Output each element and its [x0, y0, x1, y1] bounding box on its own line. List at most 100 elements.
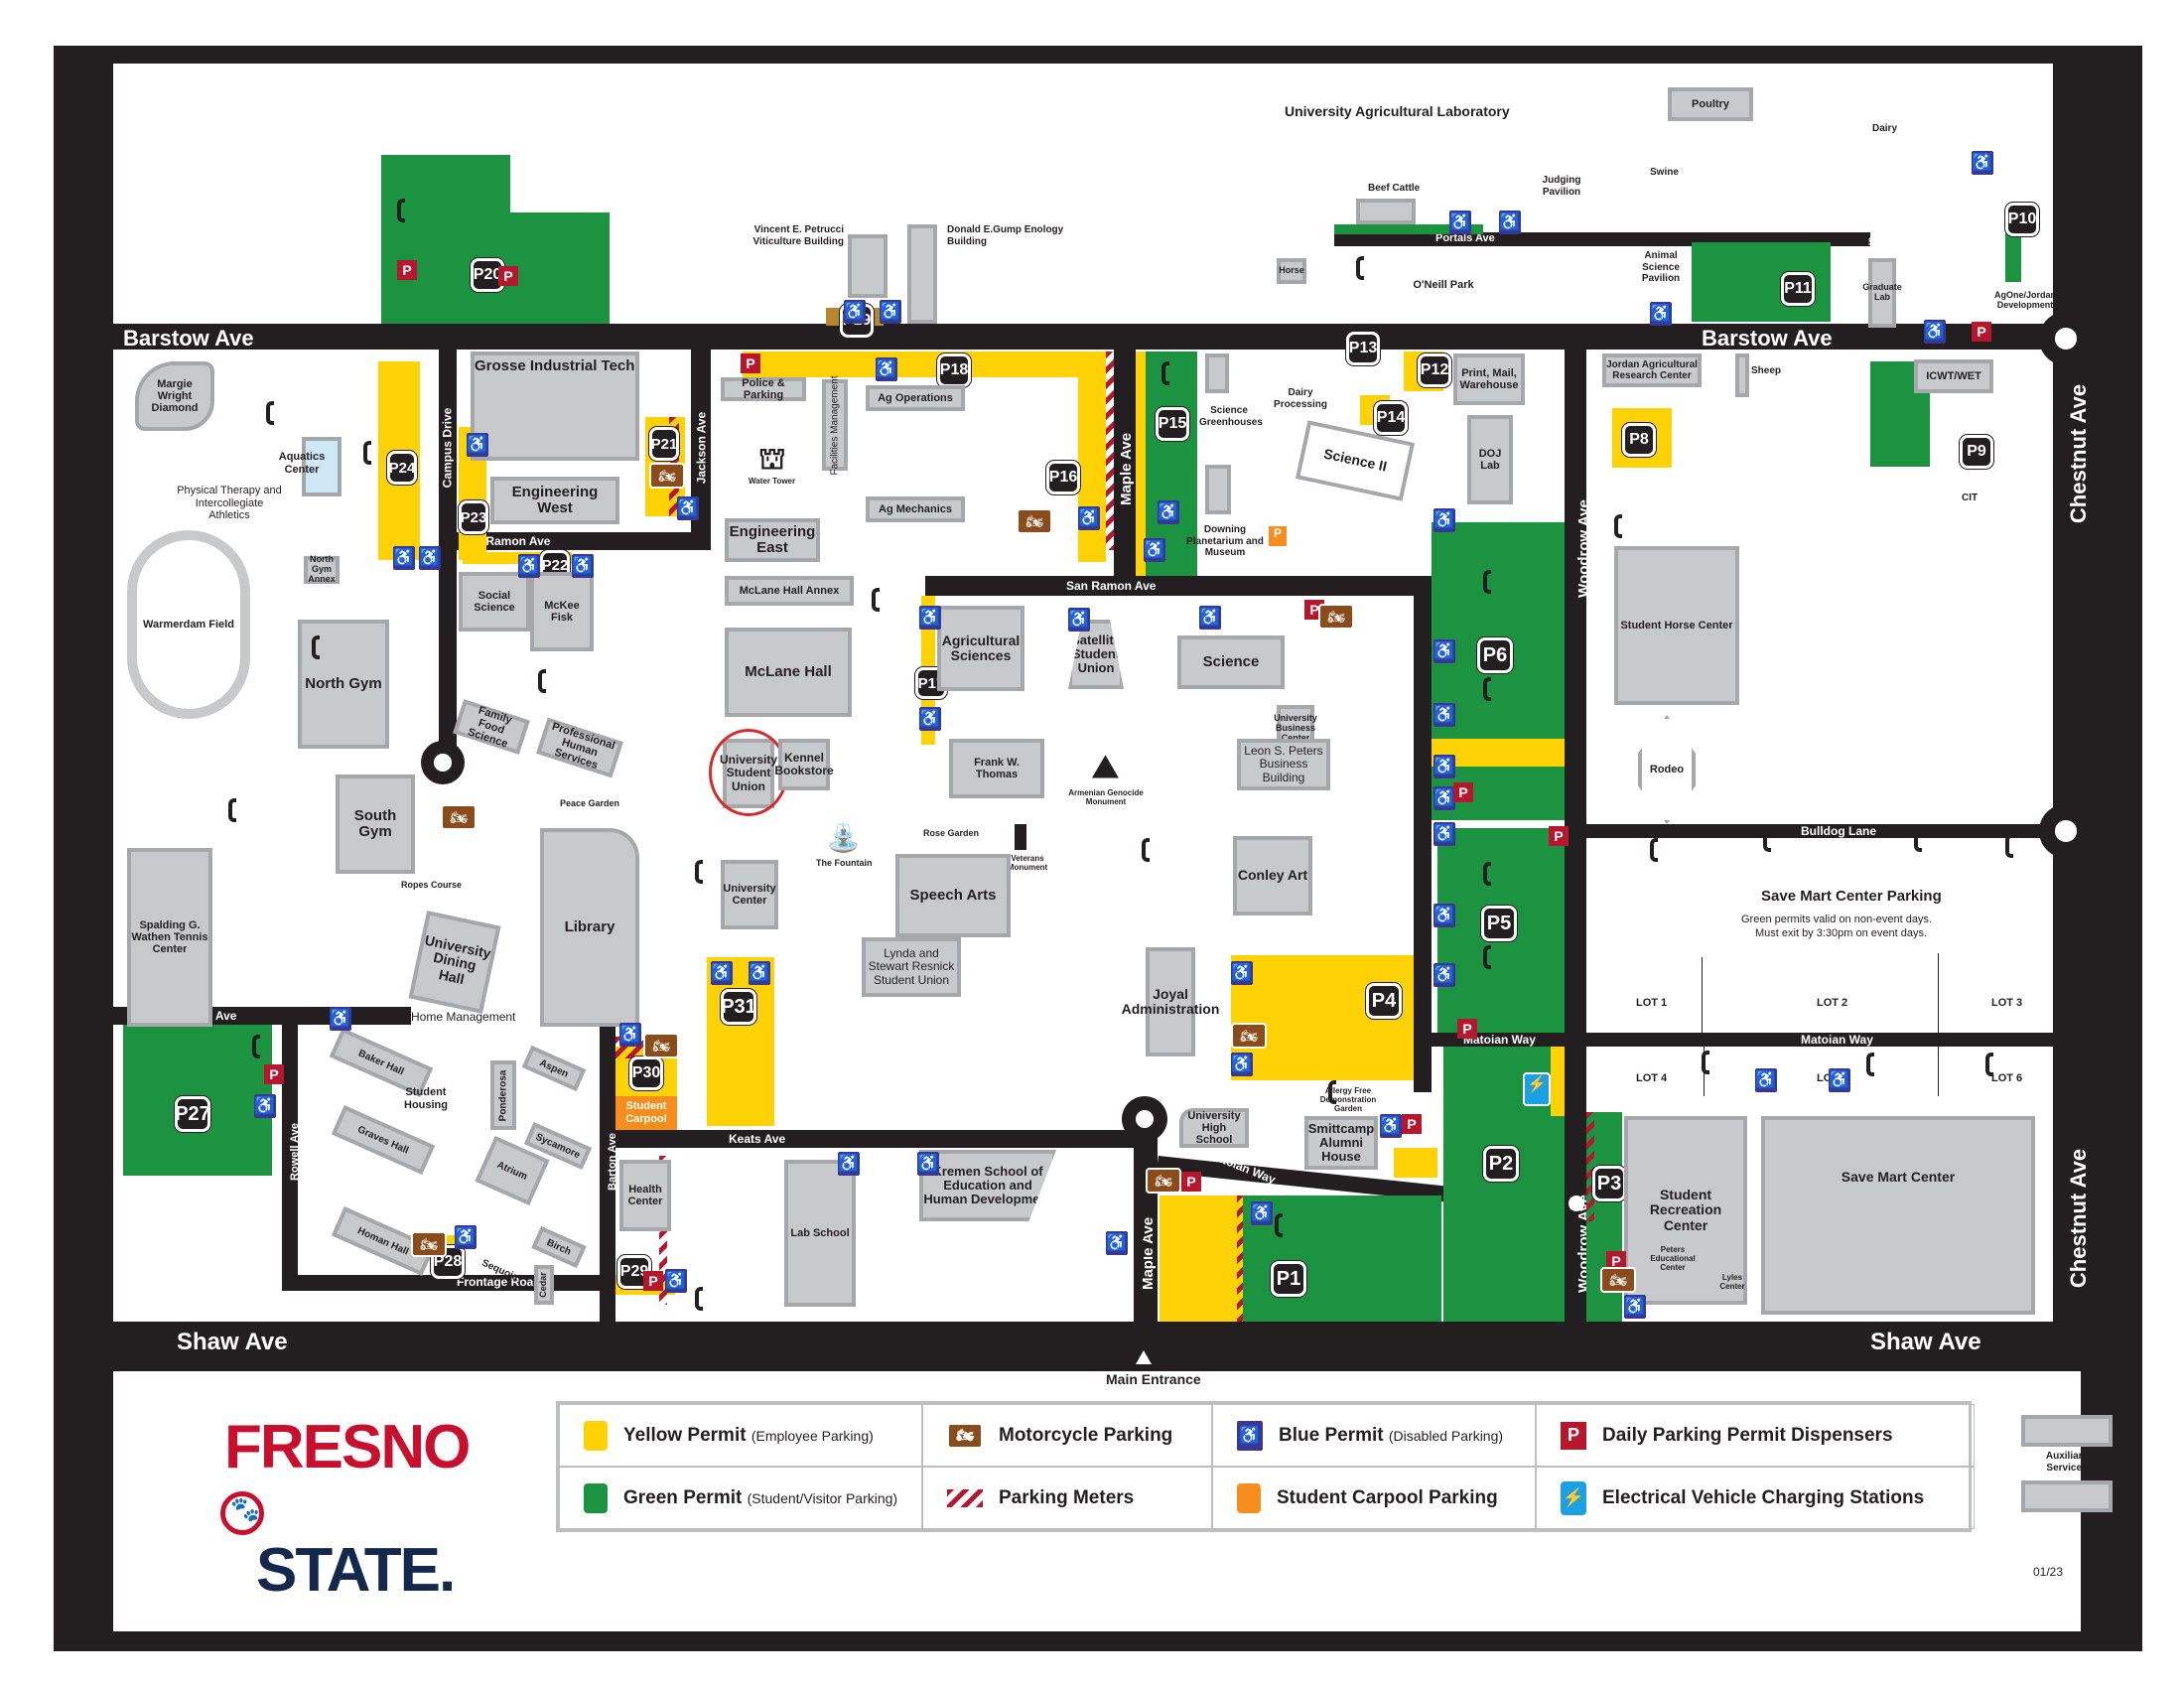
- building-cedar[interactable]: Cedar: [534, 1265, 554, 1305]
- building-science-greenhouses[interactable]: [1205, 353, 1229, 393]
- lot-p2-yellow-strip[interactable]: [1551, 1047, 1565, 1116]
- building-mckee-fisk[interactable]: McKee Fisk: [530, 572, 594, 651]
- building-student-horse-center[interactable]: Student Horse Center: [1614, 546, 1739, 705]
- lot-badge-p23[interactable]: P23: [459, 500, 488, 534]
- building-dining-hall[interactable]: University Dining Hall: [408, 911, 501, 1014]
- lot-p31-area[interactable]: [707, 957, 774, 1126]
- lot-badge-p9[interactable]: P9: [1960, 435, 1993, 469]
- building-speech-arts[interactable]: Speech Arts: [895, 854, 1011, 937]
- lot-badge-p13[interactable]: P13: [1346, 332, 1380, 365]
- building-grosse-industrial-tech[interactable]: [471, 352, 639, 461]
- building-birch[interactable]: Birch: [531, 1225, 587, 1269]
- lot-3-label[interactable]: LOT 3: [1991, 997, 2023, 1009]
- building-beef-cattle[interactable]: [1356, 199, 1416, 224]
- building-science[interactable]: Science: [1177, 635, 1285, 689]
- oneill-park[interactable]: O'Neill Park: [1354, 246, 1533, 324]
- building-lab-school[interactable]: Lab School: [784, 1160, 856, 1307]
- building-peters-business[interactable]: Leon S. Peters Business Building: [1237, 739, 1330, 790]
- lot-badge-p10[interactable]: P10: [2005, 203, 2039, 236]
- building-horse[interactable]: Horse: [1277, 258, 1306, 284]
- building-aquatics[interactable]: [302, 437, 341, 496]
- building-print-mail-warehouse[interactable]: Print, Mail, Warehouse: [1453, 353, 1525, 405]
- lot-p18-area[interactable]: [743, 352, 1106, 377]
- building-graduate-lab[interactable]: Graduate Lab: [1862, 258, 1902, 328]
- lot-badge-p15[interactable]: P15: [1156, 407, 1189, 441]
- lot-p20-area[interactable]: [510, 212, 610, 324]
- lot-4-label[interactable]: LOT 4: [1636, 1072, 1668, 1084]
- lot-badge-p18[interactable]: P18: [937, 353, 971, 387]
- building-tennis-center[interactable]: Spalding G. Wathen Tennis Center: [127, 848, 212, 1027]
- lot-badge-p24[interactable]: P24: [387, 451, 417, 485]
- building-police-parking[interactable]: Police & Parking: [721, 377, 806, 401]
- building-ag-mechanics[interactable]: Ag Mechanics: [866, 496, 965, 522]
- building-petrucci[interactable]: [848, 234, 887, 298]
- building-sheep[interactable]: [1735, 353, 1749, 397]
- lot-badge-p16[interactable]: P16: [1046, 461, 1080, 494]
- lot-badge-p2[interactable]: P2: [1483, 1146, 1519, 1182]
- building-warmerdam-field[interactable]: Warmerdam Field: [127, 530, 250, 719]
- lot-1-label[interactable]: LOT 1: [1636, 997, 1668, 1009]
- lot-2-label[interactable]: LOT 2: [1817, 997, 1848, 1009]
- building-engineering-west[interactable]: Engineering West: [490, 477, 619, 524]
- lot-badge-p8[interactable]: P8: [1622, 423, 1656, 457]
- lot-badge-p5[interactable]: P5: [1481, 906, 1517, 941]
- lot-p1-area[interactable]: [1243, 1196, 1441, 1322]
- lot-badge-p27[interactable]: P27: [175, 1096, 210, 1132]
- building-downing-planetarium[interactable]: [1205, 465, 1231, 514]
- building-north-gym[interactable]: North Gym: [298, 620, 389, 749]
- building-university-high-school[interactable]: University High School: [1179, 1108, 1249, 1148]
- building-south-gym[interactable]: South Gym: [336, 774, 415, 874]
- building-engineering-east[interactable]: Engineering East: [725, 518, 820, 562]
- building-mclane-hall[interactable]: McLane Hall: [725, 628, 852, 717]
- building-ag-operations[interactable]: Ag Operations: [866, 385, 965, 411]
- building-gump[interactable]: [907, 224, 937, 324]
- building-poultry[interactable]: Poultry: [1668, 87, 1753, 121]
- student-carpool-area[interactable]: [615, 1096, 677, 1130]
- building-kennel-bookstore[interactable]: Kennel Bookstore: [774, 739, 834, 790]
- lot-6-label[interactable]: LOT 6: [1991, 1072, 2023, 1084]
- lot-badge-p11[interactable]: P11: [1781, 272, 1815, 306]
- building-joyal-administration[interactable]: Joyal Administration: [1122, 947, 1219, 1056]
- building-facilities-management[interactable]: Facilities Management: [822, 375, 848, 475]
- building-north-gym-annex[interactable]: North Gym Annex: [304, 554, 340, 584]
- building-mclane-annex[interactable]: McLane Hall Annex: [725, 576, 854, 606]
- building-jordan-research[interactable]: Jordan Agricultural Research Center: [1602, 353, 1702, 387]
- building-health-center[interactable]: Health Center: [619, 1160, 671, 1231]
- building-graves-hall[interactable]: Graves Hall: [331, 1105, 436, 1175]
- lot-badge-p6[interactable]: P6: [1477, 637, 1513, 673]
- building-aspen[interactable]: Aspen: [521, 1045, 587, 1092]
- building-family-food-science[interactable]: Family Food Science: [453, 699, 530, 755]
- lot-badge-p31[interactable]: P31: [721, 989, 756, 1025]
- lot-badge-p21[interactable]: P21: [649, 427, 679, 461]
- building-save-mart-center[interactable]: Save Mart Center: [1761, 1116, 2035, 1315]
- building-student-recreation-center[interactable]: Student Recreation Center: [1624, 1116, 1747, 1305]
- lot-p16-area[interactable]: [1078, 352, 1106, 562]
- building-frank-thomas[interactable]: Frank W. Thomas: [949, 739, 1044, 798]
- lot-badge-p3[interactable]: P3: [1592, 1166, 1626, 1201]
- building-phs[interactable]: Professional Human Services: [536, 717, 623, 778]
- building-ponderosa[interactable]: Ponderosa: [490, 1060, 516, 1130]
- building-resnick-student-union[interactable]: Lynda and Stewart Resnick Student Union: [862, 937, 961, 997]
- lot-badge-p30[interactable]: P30: [629, 1056, 663, 1090]
- lot-badge-p12[interactable]: P12: [1418, 353, 1451, 387]
- lot-p10-area[interactable]: [2005, 222, 2021, 282]
- building-doj-lab[interactable]: DOJ Lab: [1467, 415, 1513, 504]
- lot-badge-p14[interactable]: P14: [1374, 401, 1408, 435]
- building-university-center[interactable]: University Center: [721, 860, 778, 929]
- building-library[interactable]: Library: [540, 828, 639, 1027]
- lot-badge-p1[interactable]: P1: [1271, 1261, 1306, 1297]
- building-margie-wright-diamond[interactable]: Margie Wright Diamond: [135, 361, 214, 431]
- lot-badge-p28[interactable]: P28: [431, 1245, 465, 1279]
- lot-p13-area[interactable]: [1334, 224, 1483, 234]
- lot-p20-area[interactable]: [381, 155, 510, 324]
- building-conley-art[interactable]: Conley Art: [1233, 836, 1312, 915]
- building-rodeo[interactable]: Rodeo: [1638, 715, 1696, 824]
- building-ag-sciences[interactable]: Agricultural Sciences: [937, 606, 1024, 691]
- building-social-science[interactable]: Social Science: [459, 572, 530, 632]
- building-icwt[interactable]: ICWT/WET: [1914, 359, 1993, 393]
- lot-badge-p4[interactable]: P4: [1366, 983, 1402, 1019]
- lot-p2-yellow[interactable]: [1394, 1148, 1437, 1178]
- building-kremen-school[interactable]: Kremen School of Education and Human Dev…: [919, 1150, 1056, 1221]
- lot-p1-yellow[interactable]: [1160, 1196, 1243, 1322]
- building-smittcamp-alumni-house[interactable]: Smittcamp Alumni House: [1304, 1116, 1378, 1170]
